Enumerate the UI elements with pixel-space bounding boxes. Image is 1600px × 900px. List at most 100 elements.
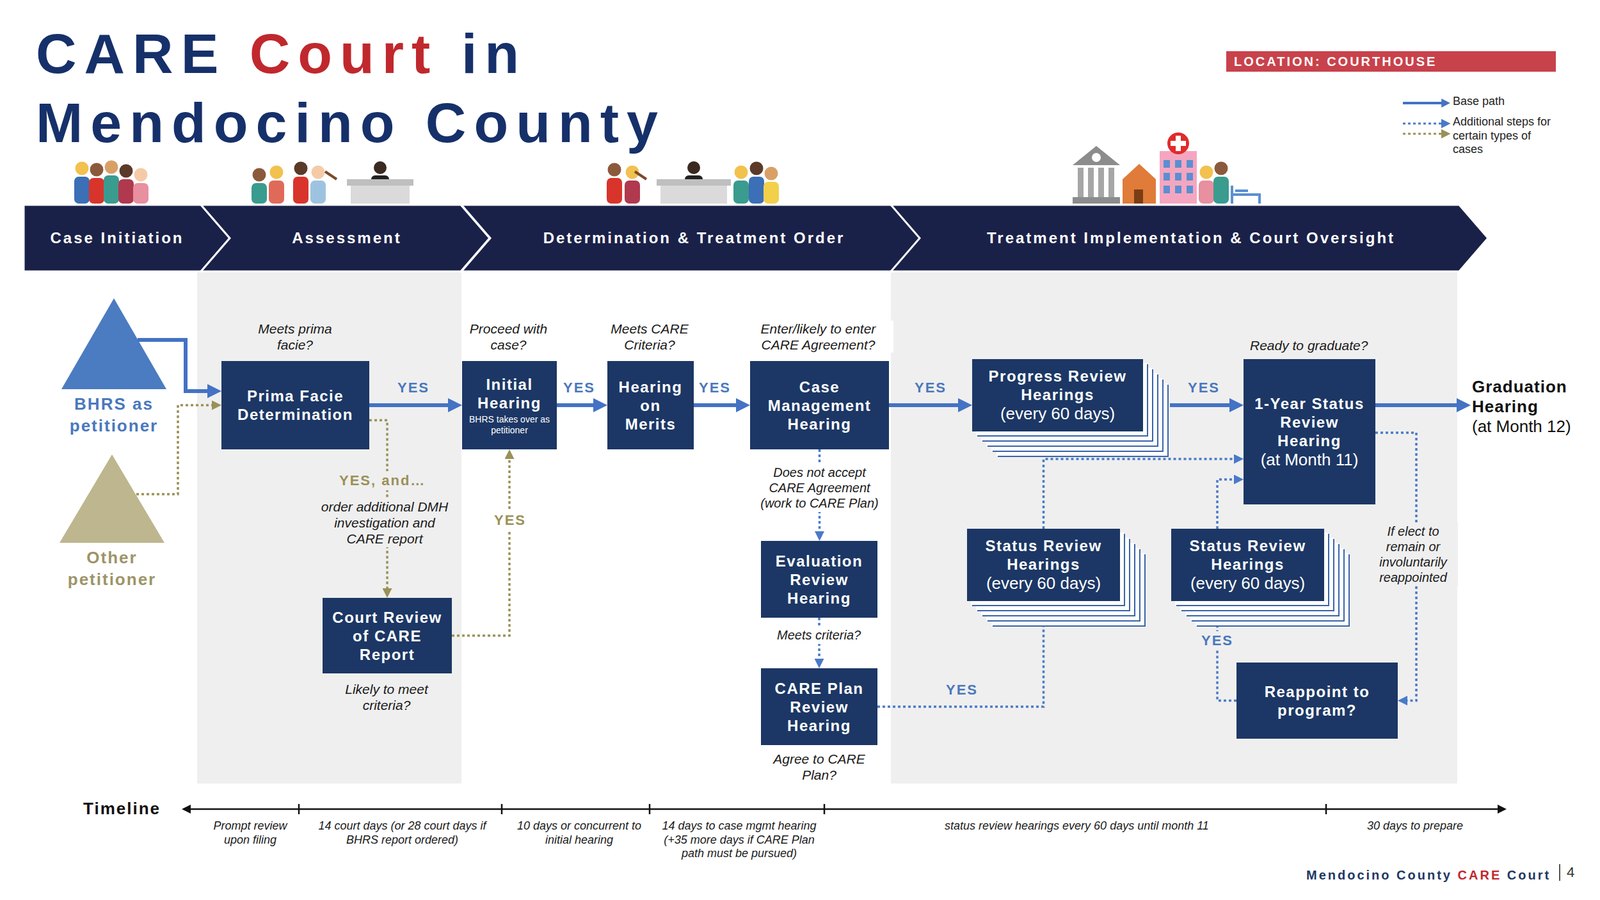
petitioner-triangle: Other petitioner [48, 454, 176, 593]
person-icon [74, 161, 90, 205]
node-subtitle: BHRS takes over as petitioner [467, 414, 552, 436]
timeline-note: 14 court days (or 28 court days if BHRS … [307, 819, 497, 847]
legend-swatch [1402, 101, 1448, 105]
legend-swatch [1402, 133, 1448, 136]
bank-roof [1072, 145, 1120, 166]
decision-question: Enter/likely to enter CARE Agreement? [743, 320, 894, 353]
timeline-tick [1325, 803, 1328, 815]
timeline-arrowhead [181, 804, 191, 814]
hospital-window [1175, 172, 1182, 181]
person-body [251, 183, 267, 204]
hospital-window [1186, 160, 1193, 168]
timeline-tick [501, 803, 504, 815]
timeline-axis [186, 808, 1501, 811]
triangle-fill [61, 298, 167, 390]
person-icon [763, 167, 779, 205]
person-body [763, 181, 779, 204]
space [1501, 867, 1508, 882]
person-icon [1198, 165, 1215, 205]
bank-column [1077, 167, 1084, 198]
node-title: CARE Plan Review Hearing [766, 679, 873, 735]
judge-bench-icon [634, 161, 731, 204]
node-title: Progress Review Hearings [977, 366, 1138, 404]
word: Mendocino [35, 90, 402, 155]
person-icon [748, 161, 765, 205]
word: Mendocino [1306, 867, 1392, 882]
person-head [90, 163, 104, 177]
node-subtitle: (every 60 days) [1000, 403, 1115, 424]
person-icon [118, 164, 134, 205]
person-icon [624, 165, 640, 205]
timeline-note: Prompt review upon filing [202, 819, 299, 847]
decision-question: Agree to CARE Plan? [771, 750, 868, 783]
decision-question: Ready to graduate? [1249, 337, 1368, 354]
page-number: 4 [1559, 864, 1575, 881]
person-body [748, 176, 765, 204]
timeline-arrowhead [1497, 804, 1507, 814]
person-icon [88, 163, 105, 205]
word: CARE [35, 21, 226, 86]
person-icon [733, 165, 749, 205]
connector [369, 403, 458, 408]
bank-column [1098, 167, 1104, 198]
legend-text: Base path [1452, 94, 1505, 109]
node-title: 1-Year Status Review Hearing [1248, 394, 1371, 450]
edge-label: YES [1198, 631, 1236, 651]
space [225, 21, 249, 86]
triangle-shape [48, 454, 176, 543]
connector [693, 403, 746, 408]
cross-badge [1167, 132, 1190, 155]
connector [1217, 479, 1241, 529]
person-head [734, 165, 749, 180]
end-node: Graduation Hearing(at Month 12) [1470, 373, 1590, 441]
person-head [270, 165, 284, 180]
edge-label: YES [696, 378, 734, 398]
decision-question: Meets prima facie? [243, 320, 347, 353]
space [1391, 867, 1398, 882]
decision-question: Likely to meet criteria? [338, 680, 435, 713]
chevron-fill [890, 204, 1488, 272]
process-box: Evaluation Review Hearing [760, 540, 878, 618]
phase-chevron: Determination & Treatment Order [461, 204, 924, 272]
process-box: Initial HearingBHRS takes over as petiti… [462, 360, 557, 450]
hospital [1159, 151, 1197, 204]
connector [888, 403, 968, 408]
timeline-tick [298, 803, 301, 815]
person-body [133, 183, 149, 204]
phase-panel [197, 271, 462, 784]
connector [1375, 403, 1467, 408]
connector [1043, 458, 1241, 529]
person-icon [606, 163, 623, 205]
edge-label: YES [394, 378, 432, 398]
connector [877, 626, 1044, 707]
node-title: Evaluation Review Hearing [766, 551, 873, 608]
triangle-fill [59, 454, 165, 543]
process-box: 1-Year Status Review Hearing(at Month 11… [1243, 359, 1376, 505]
word: County [425, 90, 666, 155]
node-title: Reappoint to program? [1241, 682, 1393, 720]
node-subtitle: (every 60 days) [1190, 573, 1305, 594]
node-title: Case Initiation [49, 229, 184, 248]
judge-head [687, 161, 701, 175]
buildings-icon [1072, 132, 1260, 204]
person-icon [1213, 161, 1229, 205]
node-subtitle: (at Month 11) [1260, 449, 1359, 470]
person-head [764, 167, 779, 181]
connector [451, 452, 510, 637]
timeline-title: Timeline [83, 798, 161, 819]
chevron-fill [461, 204, 924, 272]
process-box: CARE Plan Review Hearing [760, 668, 878, 745]
hospital-window [1163, 185, 1170, 194]
person-head [75, 161, 89, 176]
edge-label: If elect to remain or involuntarily reap… [1368, 522, 1458, 587]
phase-chevron: Case Initiation [23, 204, 230, 272]
edge-label: YES, and… [336, 471, 429, 491]
edge-label: Meets criteria? [774, 625, 864, 644]
connector [556, 403, 603, 408]
person-body [1198, 180, 1215, 204]
triangle-shape [49, 298, 178, 390]
bench-base [350, 185, 410, 204]
word: Court [249, 21, 439, 86]
person-icon [293, 161, 309, 205]
process-box: Hearing on Merits [607, 360, 694, 450]
